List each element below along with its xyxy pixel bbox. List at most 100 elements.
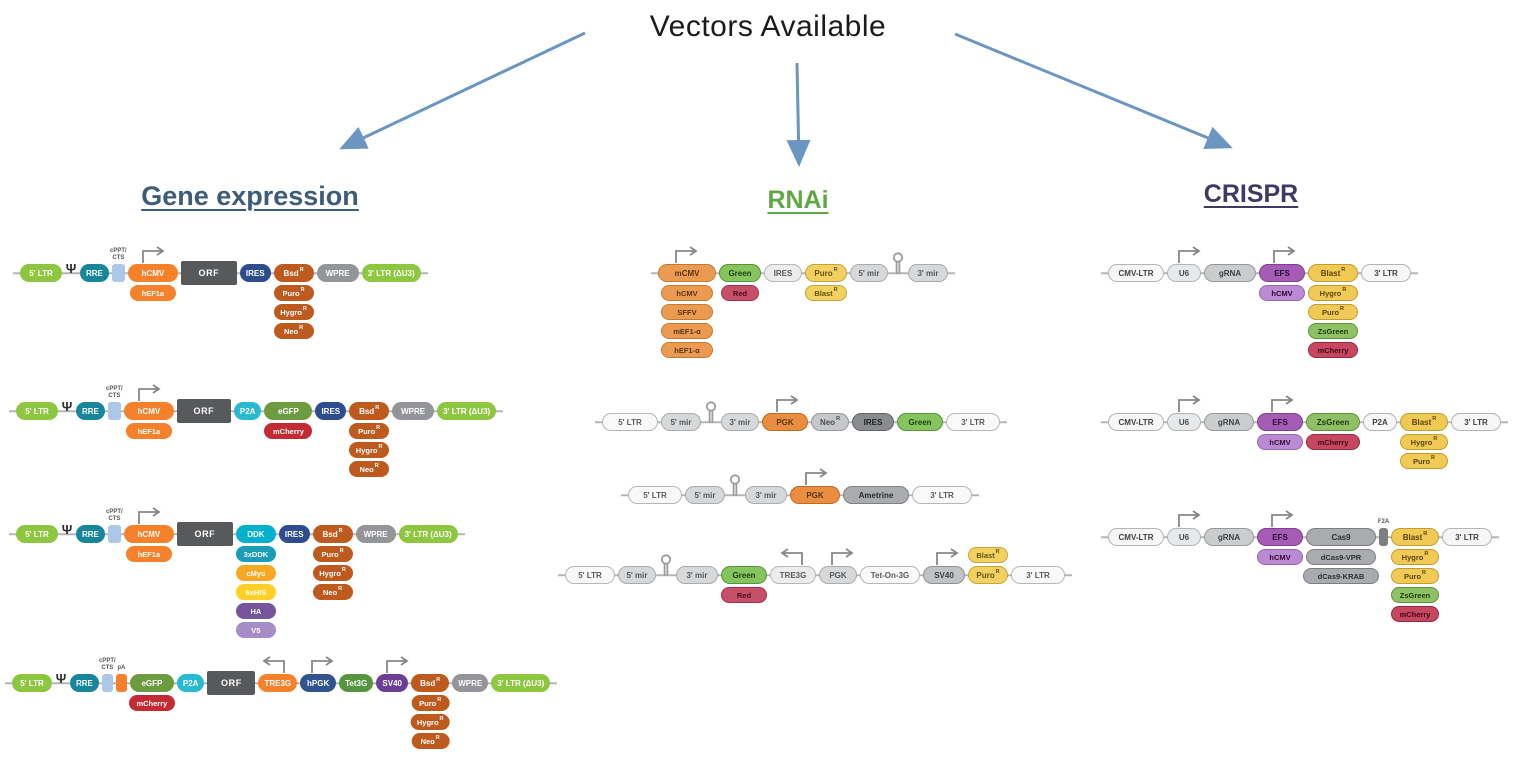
resistance-superscript: R — [375, 405, 380, 412]
segment-label: 3' LTR (ΔU3) — [497, 678, 545, 688]
segment-label: Red — [732, 288, 748, 298]
segment-wrap-pa: pA — [115, 665, 127, 692]
promoter-arrow-left-icon — [779, 548, 803, 565]
block-top-label-line: CTS — [108, 516, 121, 523]
segment-label: 5' LTR — [618, 417, 642, 427]
block-top-label: pA — [117, 665, 125, 672]
small-block-pa — [115, 674, 127, 692]
segment-label: Ametrine — [858, 490, 894, 500]
segment-green: Green — [721, 566, 767, 584]
option-stack: Red — [721, 587, 767, 603]
resistance-superscript: R — [376, 425, 381, 432]
resistance-superscript: R — [341, 567, 346, 574]
segment-label: 5' LTR — [578, 570, 602, 580]
segment-green: Green — [719, 264, 761, 282]
segment-label: 5' LTR — [25, 529, 49, 539]
segment-label: CMV-LTR — [1118, 417, 1154, 427]
resistance-superscript: R — [995, 549, 1000, 556]
psi-packaging-signal-icon: Ψ — [55, 670, 67, 686]
promoter-arrow — [136, 507, 164, 524]
segment-wrap-cppt-cts: cPPT/CTS — [106, 509, 123, 543]
segment-wrap-f2a: F2A — [1378, 519, 1389, 546]
segment-rre: RRE — [80, 264, 109, 282]
resistance-superscript: R — [1423, 531, 1428, 538]
segment-zsgreen: ZsGreen — [1391, 587, 1439, 603]
segment-wrap-5-ltr: 5' LTR — [12, 674, 52, 692]
segment-green: Green — [897, 413, 943, 431]
segment-wrap-green: Green — [897, 413, 943, 431]
heading-crispr: CRISPR — [1203, 180, 1299, 208]
segment-label: 5' mir — [694, 490, 716, 500]
resistance-superscript: R — [1424, 551, 1429, 558]
promoter-arrow-right-icon — [1270, 395, 1294, 412]
segment-ires: IRES — [852, 413, 894, 431]
hairpin-icon — [660, 554, 672, 576]
page-title: Vectors Available — [649, 10, 887, 43]
segment-label: PGK — [806, 490, 824, 500]
block-top-label-line: F2A — [1377, 519, 1390, 526]
hairpin-loop-icon — [891, 252, 905, 282]
resistance-superscript: R — [836, 416, 841, 423]
option-stack: hEF1a — [129, 285, 176, 301]
segment-label: 3' LTR — [1374, 268, 1398, 278]
segment-label: PGK — [829, 570, 847, 580]
segment-wrap-ametrine: Ametrine — [843, 486, 909, 504]
segment-wrap-5-mir: 5' mir — [618, 566, 656, 584]
segment-p2a: P2A — [176, 674, 205, 692]
option-stack: Red — [721, 285, 759, 301]
segment-ametrine: Ametrine — [843, 486, 909, 504]
segment-3-ltr-u3: 3' LTR (ΔU3) — [491, 674, 551, 692]
segment-wrap-pgk: PGK — [790, 468, 840, 504]
block-top-label-line: pA — [117, 665, 126, 672]
promoter-arrow-right-icon — [775, 395, 799, 412]
resistance-superscript: R — [299, 325, 304, 332]
option-stack: hCMV — [1257, 434, 1303, 450]
arrow-to-gene-expression — [339, 31, 586, 150]
segment-label: 3' mir — [729, 417, 751, 427]
segment-wrap-sv40: SV40 — [923, 548, 965, 584]
segment-hcmv: hCMV — [661, 285, 713, 301]
segment-wrap-wpre: WPRE — [392, 402, 435, 420]
segment-5-ltr: 5' LTR — [16, 402, 58, 420]
promoter-arrow-right-icon — [386, 656, 409, 673]
segment-sv40: SV40 — [376, 674, 409, 692]
segment-wrap-u6: U6 — [1167, 246, 1201, 282]
segment-label: hCMV — [137, 406, 161, 416]
segment-label: Puro — [321, 549, 339, 559]
segment-label: 3xDDK — [243, 549, 269, 559]
segment-hcmv: hCMV — [123, 402, 174, 420]
segment-label: 3' LTR — [1026, 570, 1050, 580]
segment-label: EFS — [1272, 532, 1288, 542]
promoter-arrow — [1269, 395, 1297, 412]
promoter-arrow-right-icon — [138, 507, 162, 524]
small-block-cppt-cts — [107, 402, 121, 420]
option-stack: mCherry — [264, 423, 313, 439]
segment-hef1a: hEF1a — [125, 546, 172, 562]
segment-wrap-wpre: WPRE — [316, 264, 359, 282]
resistance-superscript: R — [833, 287, 838, 294]
segment-3-ltr: 3' LTR — [1451, 413, 1501, 431]
segment-wrap-5-mir: 5' mir — [850, 264, 888, 282]
segment-label: Bsd — [359, 406, 375, 416]
segment-mcherry: mCherry — [264, 423, 313, 439]
segment-label: IRES — [773, 268, 793, 278]
segment-wrap-3-ltr-u3: 3' LTR (ΔU3) — [491, 674, 551, 692]
segment-label: 3' mir — [755, 490, 777, 500]
segment-hcmv: hCMV — [1257, 549, 1303, 565]
segment-label: hEF1-α — [674, 345, 700, 355]
promoter-arrow — [777, 548, 805, 565]
segment-wrap-tre3g: TRE3G — [258, 656, 298, 692]
segment-wrap-3-mir: 3' mir — [676, 566, 718, 584]
segment-p2a: P2A — [1363, 413, 1397, 431]
segment-wrap-rre: RRE — [70, 674, 99, 692]
